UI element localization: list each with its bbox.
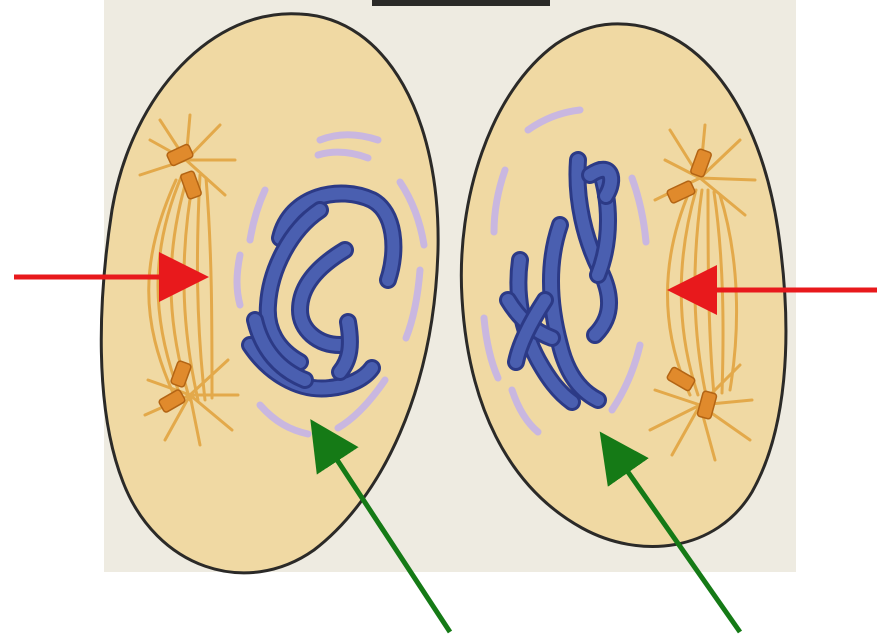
- top-edge-mark: [372, 0, 550, 6]
